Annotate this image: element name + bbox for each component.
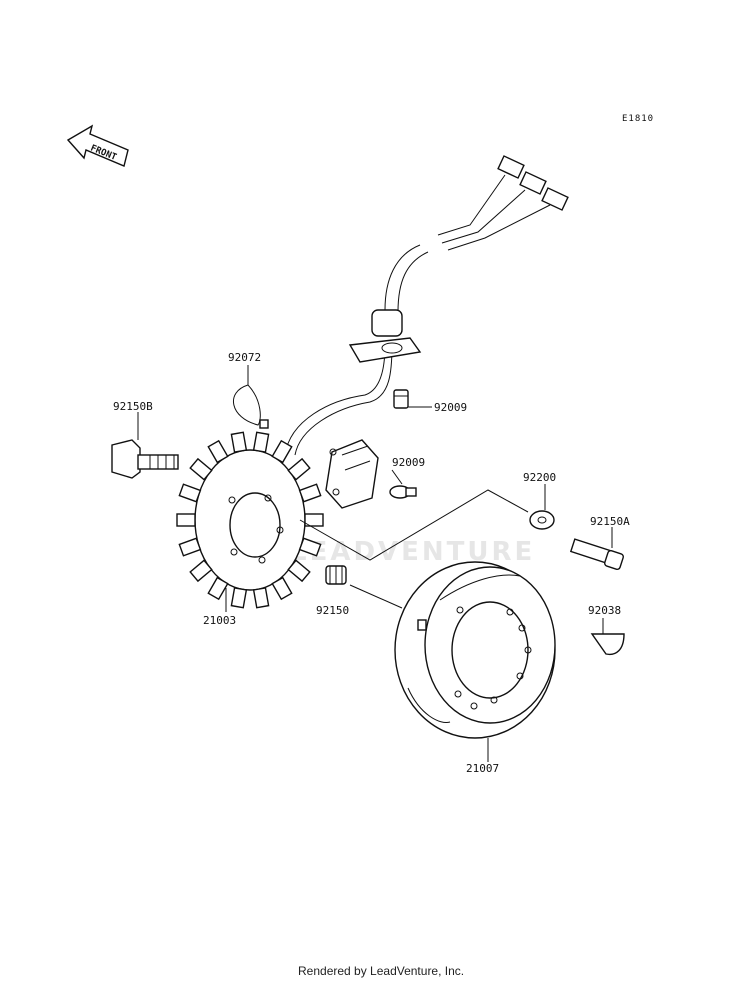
stator-tooth (271, 439, 293, 464)
connector-1 (497, 155, 525, 179)
wire-harness (284, 155, 569, 456)
rotor-21007 (394, 561, 556, 739)
label-92150A: 92150A (590, 515, 630, 528)
stator-21003 (176, 431, 324, 609)
grommet-plate (348, 337, 422, 363)
label-92200: 92200 (523, 471, 556, 484)
footer-credit: Rendered by LeadVenture, Inc. (298, 964, 464, 978)
label-92072: 92072 (228, 351, 261, 364)
diagram-code: E1810 (622, 114, 654, 124)
stator-tooth (287, 559, 311, 583)
stator-tooth (271, 576, 293, 601)
stator-tooth (252, 587, 270, 609)
screw-92009-upper (393, 389, 409, 409)
front-arrow-icon: FRONT (66, 124, 129, 167)
screw-92009-lower (389, 485, 417, 499)
label-21003: 21003 (203, 614, 236, 627)
watermark: LEADVENTURE (290, 537, 535, 567)
stator-tooth (230, 587, 248, 609)
stator-tooth (207, 439, 229, 464)
bolt-92150 (325, 565, 403, 609)
label-21007: 21007 (466, 762, 499, 775)
label-92150B: 92150B (113, 400, 153, 413)
stator-tooth (178, 537, 202, 557)
stator-tooth (252, 431, 270, 453)
label-92150: 92150 (316, 604, 349, 617)
label-92009-upper: 92009 (434, 401, 467, 414)
label-92038: 92038 (588, 604, 621, 617)
stator-tooth (304, 513, 324, 527)
stator-tooth (189, 559, 213, 583)
stator-tooth (178, 483, 202, 503)
band-92072 (232, 384, 269, 429)
connector-3 (541, 187, 569, 211)
connector-2 (519, 171, 547, 195)
stator-tooth (176, 513, 196, 527)
stator-tooth (207, 576, 229, 601)
stator-tooth (189, 457, 213, 481)
pickup-coil (325, 439, 379, 509)
stator-tooth (230, 431, 248, 453)
washer-92200 (529, 510, 555, 530)
stator-tooth (298, 483, 322, 503)
grommet (371, 309, 403, 337)
bolt-92150B (111, 439, 179, 479)
stator-tooth (287, 457, 311, 481)
stator-tooth (298, 537, 322, 557)
key-92038 (590, 633, 625, 656)
label-92009-lower: 92009 (392, 456, 425, 469)
bolt-92150A (569, 538, 625, 571)
